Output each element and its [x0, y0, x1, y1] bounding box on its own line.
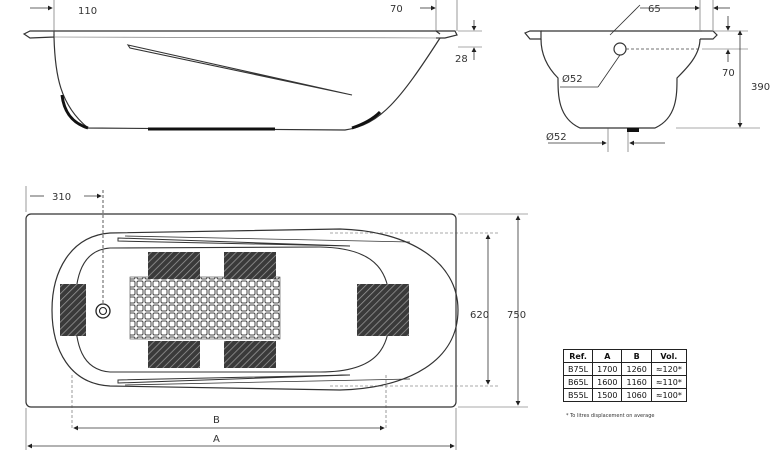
dim-end-drain: Ø52 [546, 131, 567, 143]
dim-plan-drain-offset: 310 [52, 192, 71, 203]
spec-header-vol: Vol. [650, 349, 687, 363]
dim-end-height: 390 [751, 82, 770, 93]
spec-header-ref: Ref. [562, 349, 594, 363]
end-view: 65 70 390 Ø52 Ø52 [524, 0, 770, 152]
dim-plan-label-b: B [213, 415, 220, 426]
spec-table: Ref. A B Vol. B75L 1700 1260 ≈120* B65L … [562, 349, 687, 402]
dim-end-hole: Ø52 [562, 73, 583, 85]
spec-cell: B55L [562, 388, 594, 402]
spec-cell: 1160 [621, 375, 652, 389]
dim-plan-outer-width: 750 [507, 310, 526, 321]
spec-cell: ≈110* [650, 375, 687, 389]
spec-cell: B65L [562, 375, 594, 389]
table-row: B55L 1500 1060 ≈100* [562, 388, 687, 402]
spec-cell: B75L [562, 362, 594, 376]
spec-note: * To litres displacement on average [566, 413, 655, 419]
dim-side-lip: 28 [455, 54, 468, 65]
table-row: B65L 1600 1160 ≈110* [562, 375, 687, 389]
spec-cell: 1500 [592, 388, 623, 402]
spec-cell: 1260 [621, 362, 652, 376]
spec-cell: 1700 [592, 362, 623, 376]
spec-header-a: A [592, 349, 623, 363]
side-view: 110 70 28 [22, 0, 482, 131]
spec-cell: ≈120* [650, 362, 687, 376]
spec-cell: 1600 [592, 375, 623, 389]
dim-side-left: 110 [78, 6, 97, 17]
spec-cell: ≈100* [650, 388, 687, 402]
dim-end-lip: 70 [722, 68, 735, 79]
dim-end-top: 65 [648, 4, 661, 15]
dim-side-right: 70 [390, 4, 403, 15]
spec-cell: 1060 [621, 388, 652, 402]
spec-table-header: Ref. A B Vol. [562, 349, 687, 363]
dim-plan-inner-width: 620 [470, 310, 489, 321]
table-row: B75L 1700 1260 ≈120* [562, 362, 687, 376]
spec-header-b: B [621, 349, 652, 363]
dim-plan-label-a: A [213, 434, 220, 445]
plan-view: 310 620 750 B A [25, 186, 528, 450]
